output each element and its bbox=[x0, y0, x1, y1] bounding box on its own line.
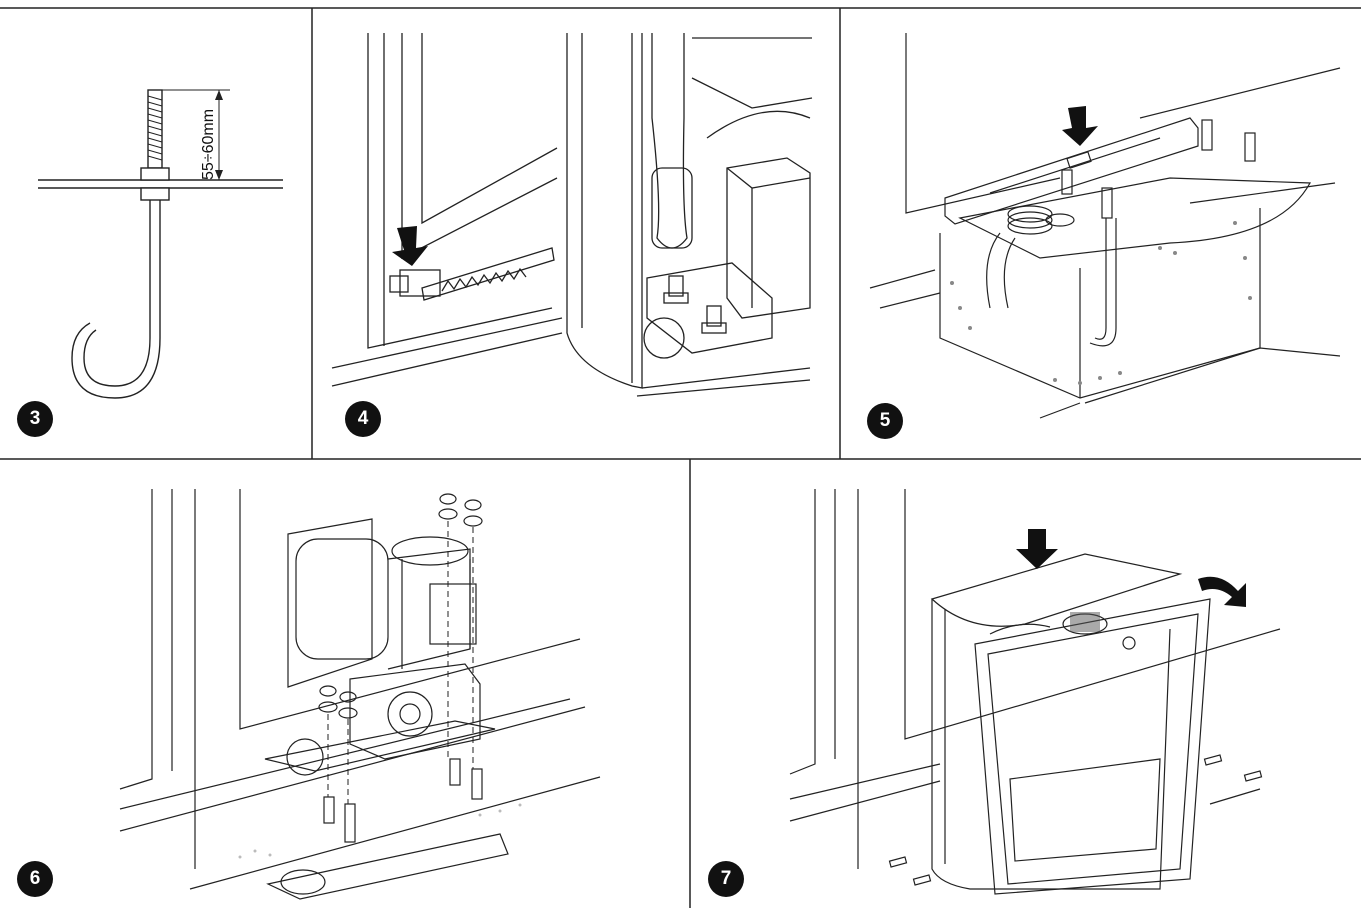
figure-7-panel: 7 bbox=[690, 459, 1361, 908]
figure-number-badge: 7 bbox=[708, 861, 744, 897]
pointer-arrow-curved bbox=[1198, 576, 1246, 607]
j-bolt-drawing bbox=[38, 89, 283, 399]
motor-mounting-drawing bbox=[119, 489, 601, 900]
figure-5-panel: 5 bbox=[840, 8, 1361, 459]
gravel-texture bbox=[950, 221, 1252, 385]
figure-6-panel: 6 bbox=[0, 459, 690, 908]
dimension-label: 55÷60mm bbox=[200, 108, 217, 180]
pointer-arrow bbox=[392, 226, 428, 266]
figure-number-badge: 4 bbox=[345, 401, 381, 437]
figure-number-badge: 5 bbox=[867, 403, 903, 439]
pointer-arrow bbox=[1062, 106, 1098, 146]
base-plate-level-drawing bbox=[869, 33, 1341, 419]
cover-fitting-drawing bbox=[789, 489, 1281, 895]
figure-number-badge: 6 bbox=[17, 861, 53, 897]
figure-number-badge: 3 bbox=[17, 401, 53, 437]
pointer-arrow-down bbox=[1016, 529, 1058, 569]
floor-shadow bbox=[238, 803, 522, 859]
figure-4-panel: 4 bbox=[312, 8, 840, 459]
release-lever-drawing bbox=[331, 33, 813, 397]
figure-3-panel: 55÷60mm 3 bbox=[0, 8, 312, 459]
